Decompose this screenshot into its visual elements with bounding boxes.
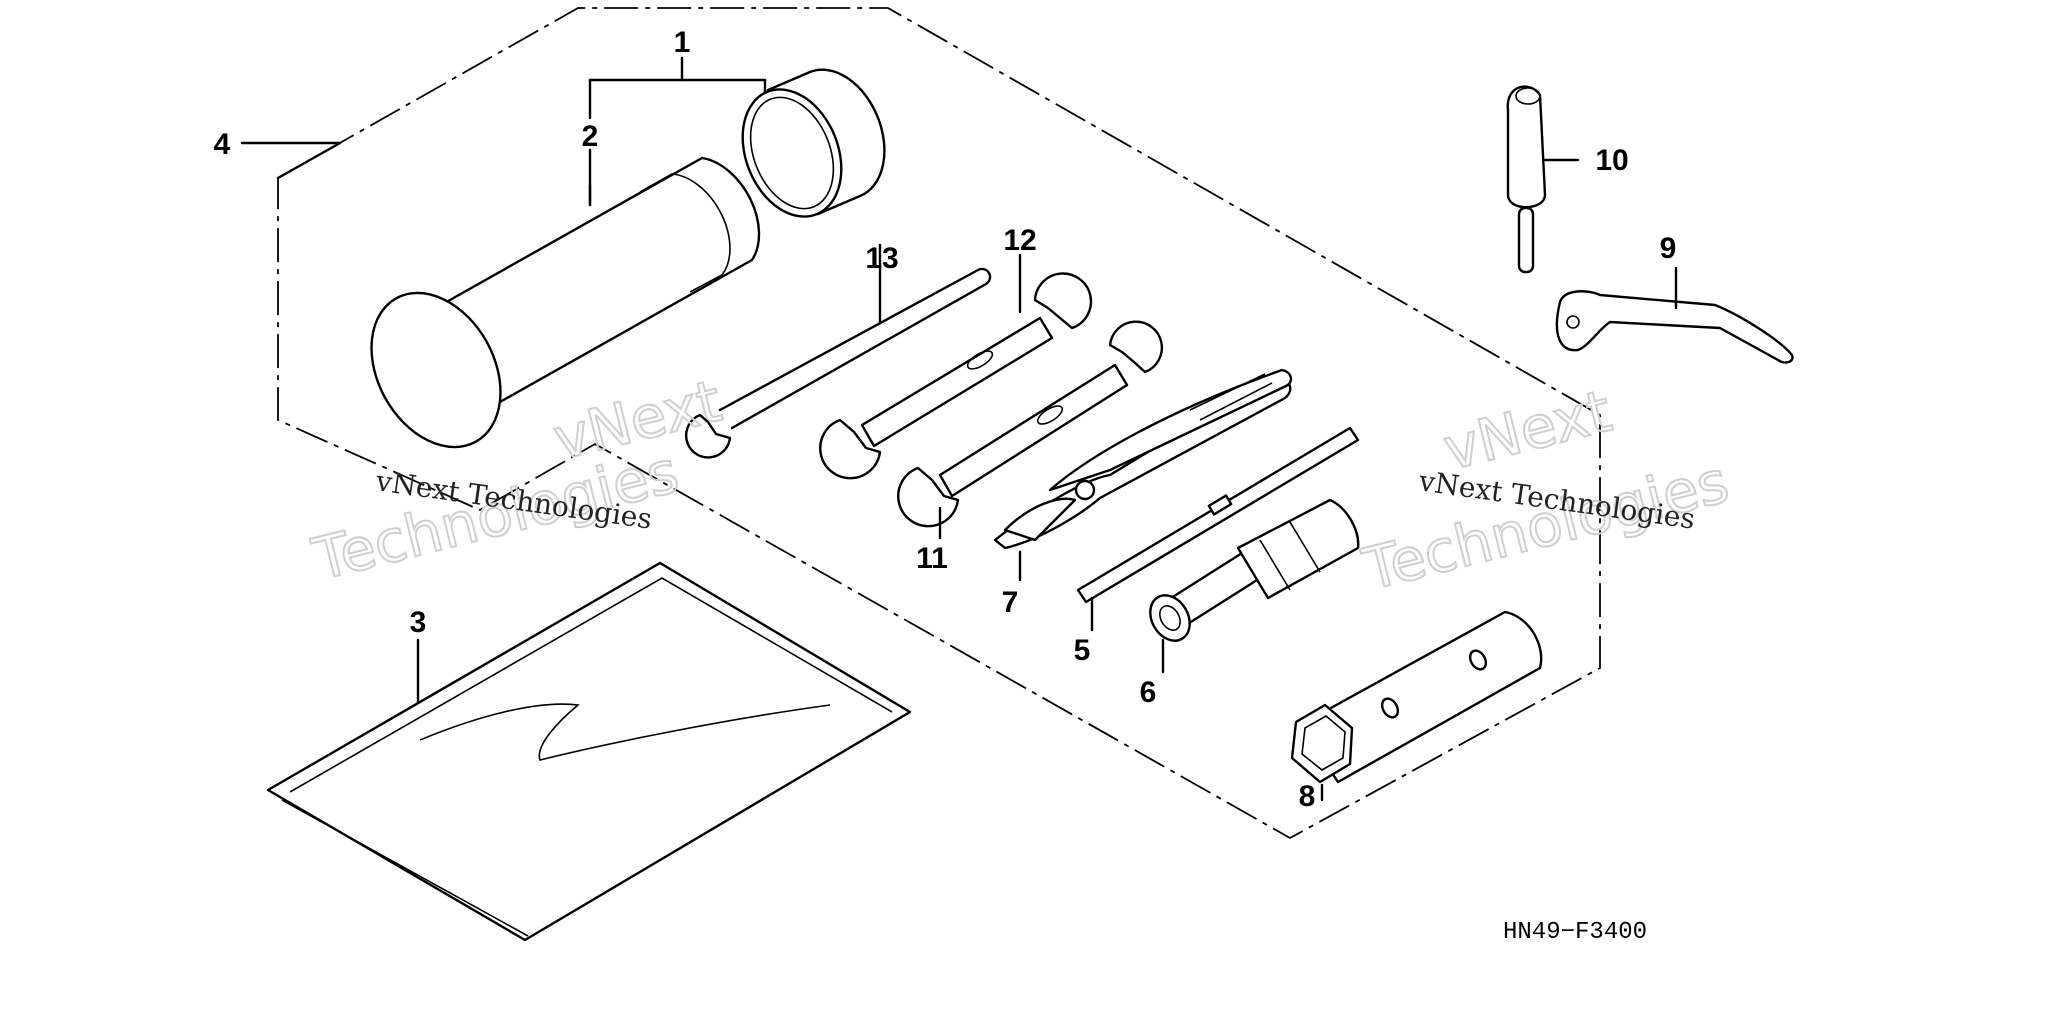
screwdriver-blade: [1076, 426, 1360, 632]
small-wrench: [684, 243, 992, 459]
callout-2: 2: [582, 120, 599, 153]
callout-5: 5: [1074, 634, 1091, 667]
callout-10: 10: [1595, 144, 1628, 177]
callout-1: 1: [674, 26, 691, 59]
callout-12: 12: [1003, 224, 1036, 257]
callout-6: 6: [1140, 676, 1157, 709]
tool-tube-and-cap: [370, 56, 886, 449]
part-code-label: HN49−F3400: [1503, 919, 1647, 946]
watermark-right: vNext Technologies vNext Technologies: [1355, 376, 1736, 605]
callout-3: 3: [410, 606, 427, 639]
tube-cap: [741, 68, 886, 218]
open-end-wrench-12: [819, 253, 1093, 480]
callout-11: 11: [916, 542, 948, 575]
hook-wrench: [1555, 266, 1794, 364]
pin-tool: [1506, 85, 1580, 274]
watermark-right-line1: vNext: [1437, 377, 1618, 484]
callout-13: 13: [865, 242, 898, 275]
callout-labels: 1 2 3 4 5 6 7 8 9 10 11 12 13: [214, 26, 1677, 813]
callout-8: 8: [1299, 780, 1316, 813]
tool-bag-outline: [240, 7, 1601, 840]
screwdriver-handle: [1149, 498, 1360, 674]
pliers: [993, 368, 1293, 582]
callout-7: 7: [1002, 586, 1019, 619]
callout-9: 9: [1660, 232, 1677, 265]
callout-4: 4: [214, 128, 231, 161]
open-end-wrench-11: [897, 320, 1164, 540]
box-socket-wrench: [1290, 610, 1543, 802]
watermark-left: vNext Technologies vNext Technologies: [305, 366, 729, 595]
tube-body: [370, 156, 761, 449]
owner-manual-envelope: [266, 561, 912, 942]
